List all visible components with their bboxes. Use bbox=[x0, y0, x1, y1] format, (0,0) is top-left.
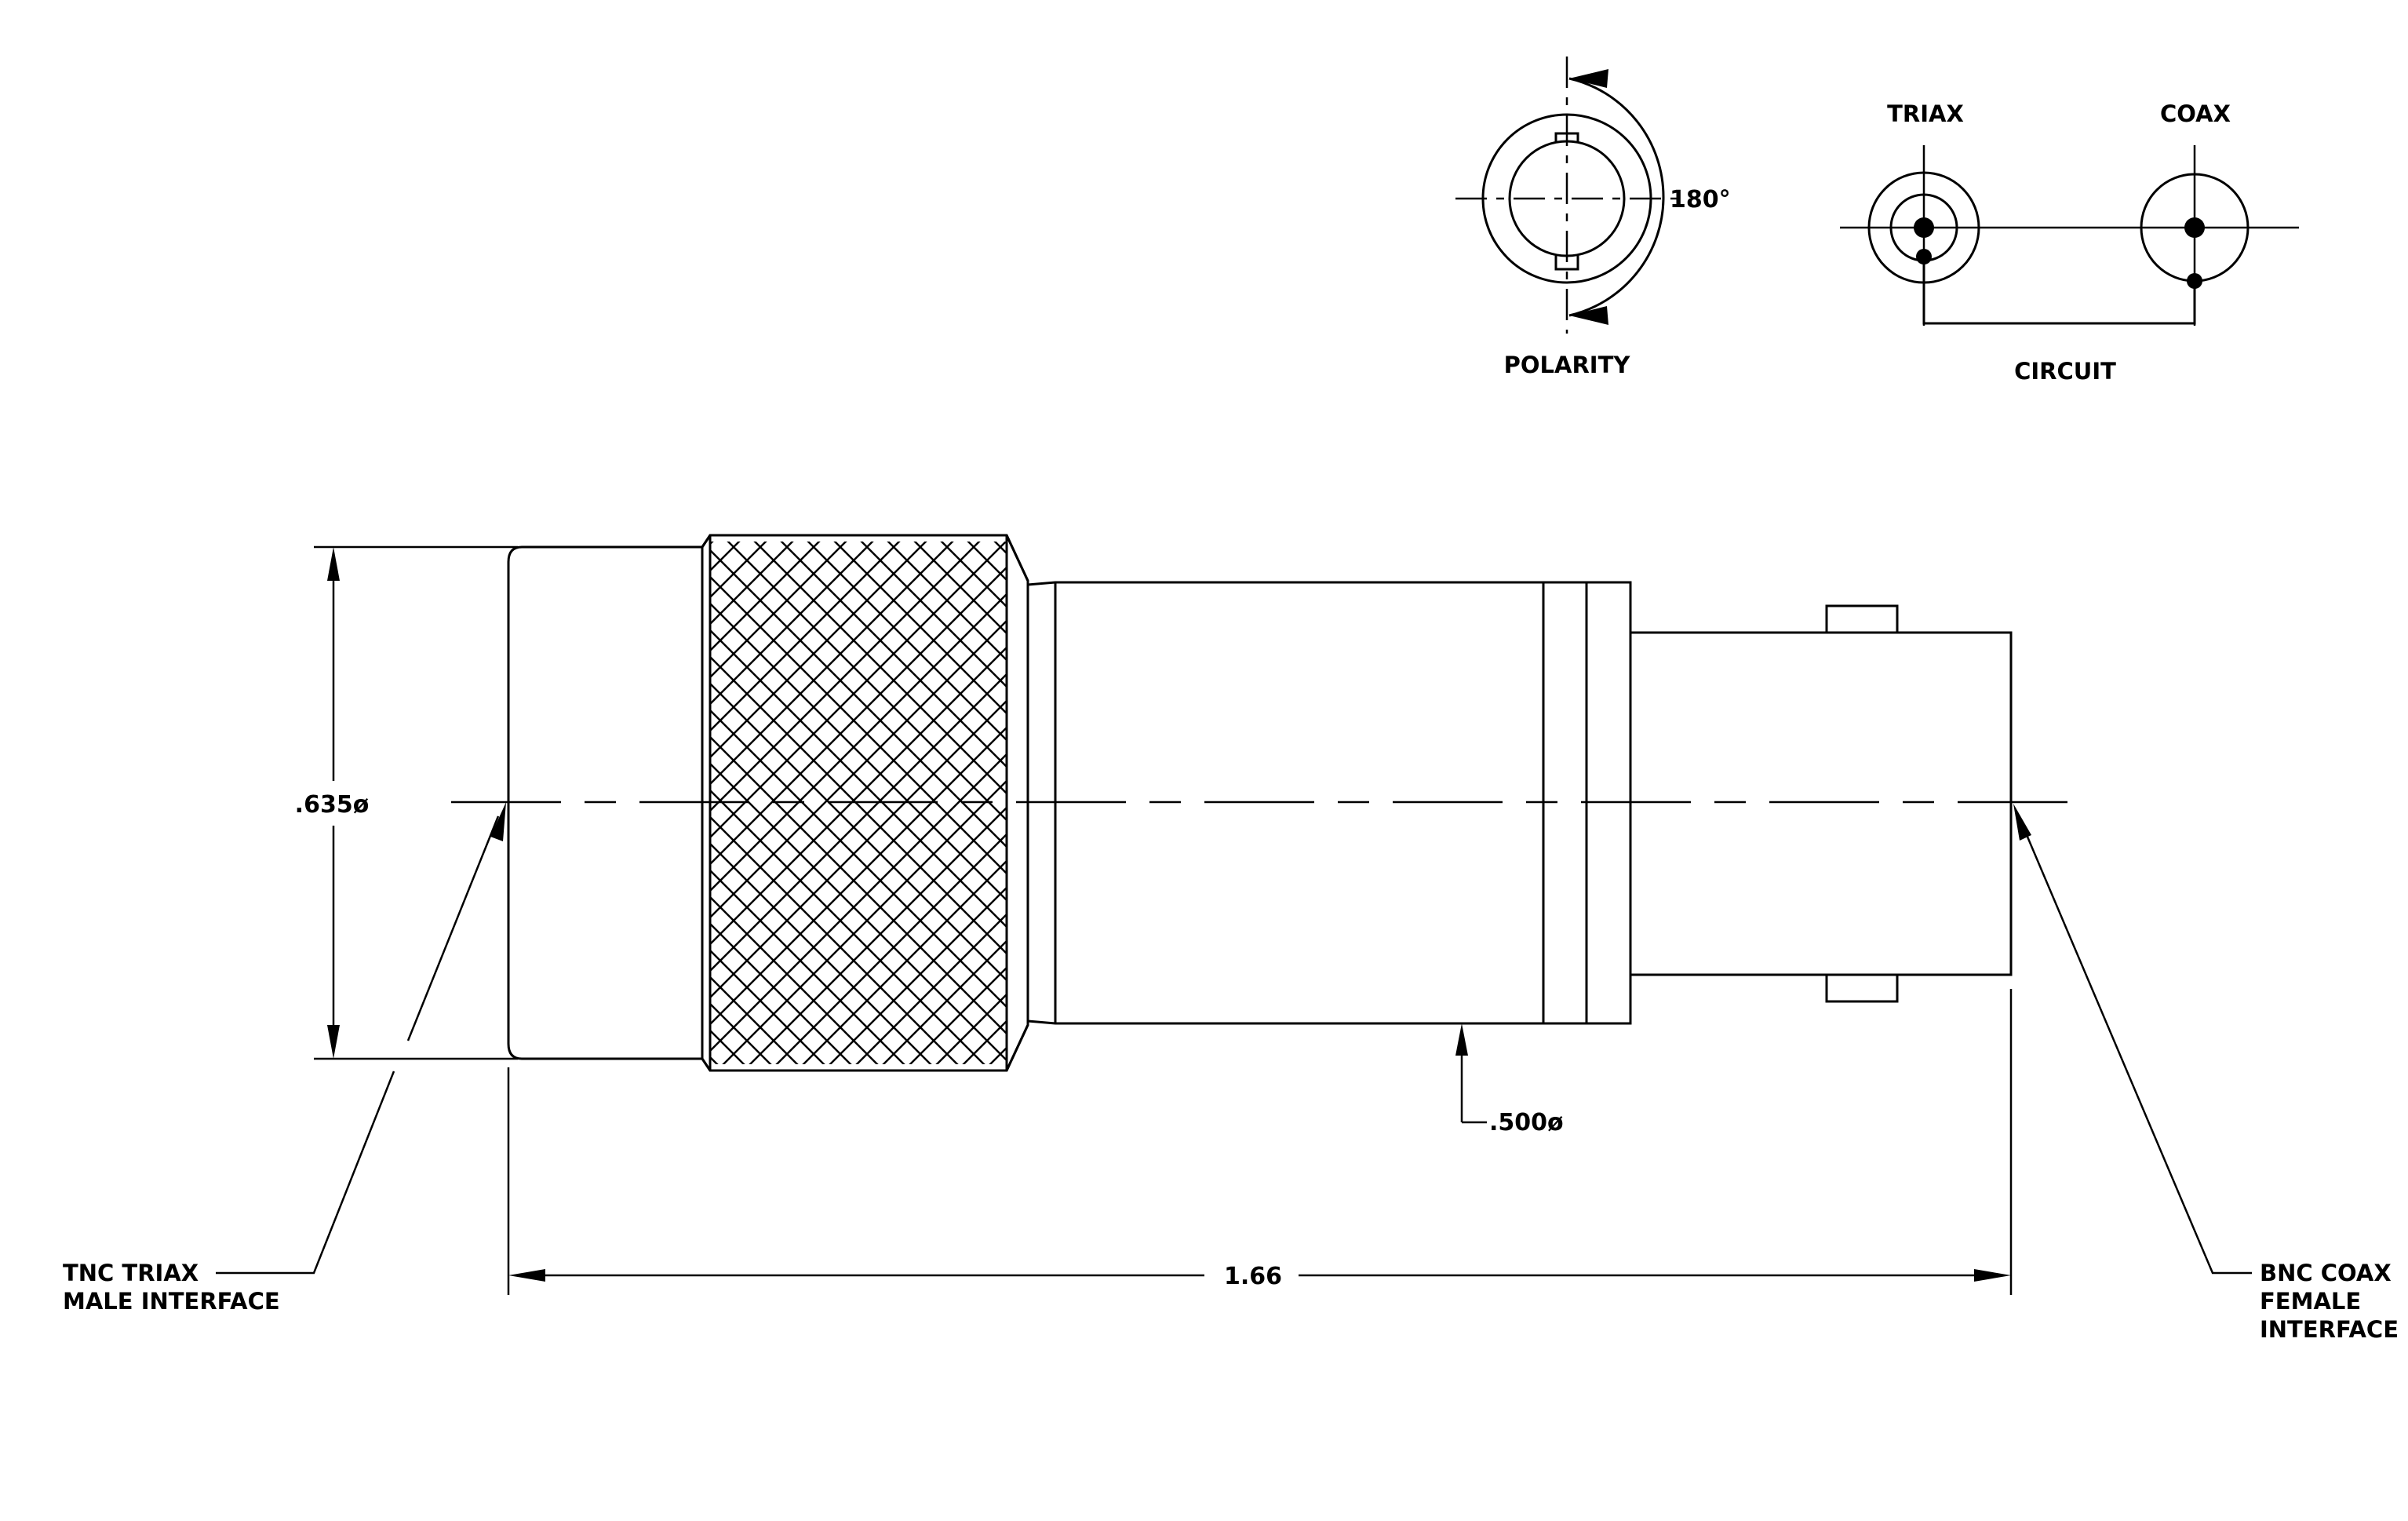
outer-diameter-dimension bbox=[314, 545, 518, 1060]
body-diameter-label: .500ø bbox=[1489, 1109, 1564, 1136]
connector-side-view bbox=[451, 534, 2071, 1072]
tnc-callout-line2: MALE INTERFACE bbox=[63, 1288, 280, 1315]
bnc-callout-line3: INTERFACE bbox=[2260, 1316, 2399, 1343]
triax-label: TRIAX bbox=[1887, 100, 1964, 127]
circuit-label: CIRCUIT bbox=[2014, 358, 2116, 385]
bnc-callout-line2: FEMALE bbox=[2260, 1288, 2361, 1315]
overall-length-dimension bbox=[507, 989, 2013, 1295]
polarity-label: POLARITY bbox=[1504, 352, 1631, 378]
tnc-callout-line1: TNC TRIAX bbox=[63, 1260, 199, 1286]
bnc-callout-leader bbox=[2013, 804, 2252, 1275]
body-diameter-leader bbox=[1455, 1023, 1487, 1124]
outer-diameter-label: .635ø bbox=[295, 791, 370, 819]
coax-label: COAX bbox=[2160, 100, 2231, 127]
polarity-view bbox=[1455, 57, 1679, 334]
bnc-callout-line1: BNC COAX bbox=[2260, 1260, 2392, 1286]
circuit-diagram bbox=[1840, 145, 2299, 326]
polarity-angle-label: 180° bbox=[1670, 186, 1731, 213]
tnc-callout-leader bbox=[216, 802, 506, 1275]
overall-length-label: 1.66 bbox=[1224, 1263, 1282, 1290]
